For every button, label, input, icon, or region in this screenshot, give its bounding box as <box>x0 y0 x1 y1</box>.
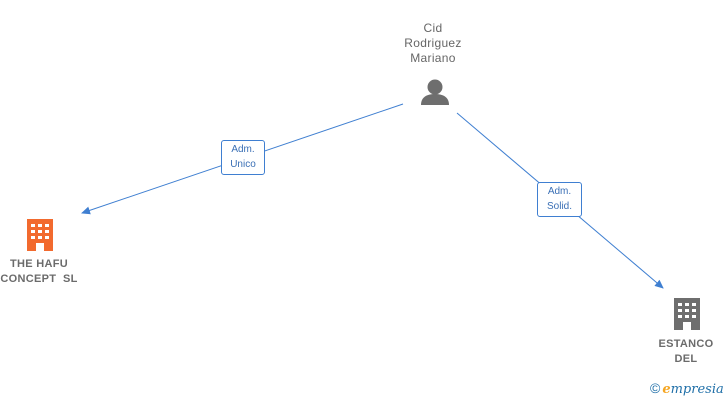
company-name-line: CONCEPT SL <box>0 273 78 285</box>
edge-label-line: Solid. <box>546 201 572 212</box>
company-name-line: THE HAFU <box>9 258 68 270</box>
building-icon[interactable] <box>674 298 700 330</box>
person-name-line: Mariano <box>410 51 456 65</box>
person-node-label[interactable]: Cid Rodriguez Mariano <box>390 21 476 66</box>
edge-label-adm-unico[interactable]: Adm. Unico <box>221 140 265 175</box>
person-name-line: Cid <box>423 21 443 35</box>
copyright-icon: © <box>650 380 661 396</box>
edge-label-adm-solid[interactable]: Adm. Solid. <box>537 182 582 217</box>
empresia-watermark[interactable]: ©empresia <box>650 380 728 400</box>
edge-label-line: Unico <box>230 159 256 170</box>
brand-initial: e <box>662 382 671 397</box>
person-name-line: Rodriguez <box>404 36 462 50</box>
person-icon[interactable] <box>421 79 449 106</box>
company-node-label-estanco[interactable]: ESTANCO DEL <box>650 337 722 367</box>
company-name-line: DEL <box>674 353 698 365</box>
building-icon[interactable] <box>27 219 53 251</box>
company-node-label-hafu[interactable]: THE HAFU CONCEPT SL <box>0 257 84 287</box>
edge-label-line: Adm. <box>231 144 255 155</box>
company-name-line: ESTANCO <box>658 338 714 350</box>
edge-label-line: Adm. <box>547 186 572 197</box>
brand-name: mpresia <box>670 382 724 397</box>
